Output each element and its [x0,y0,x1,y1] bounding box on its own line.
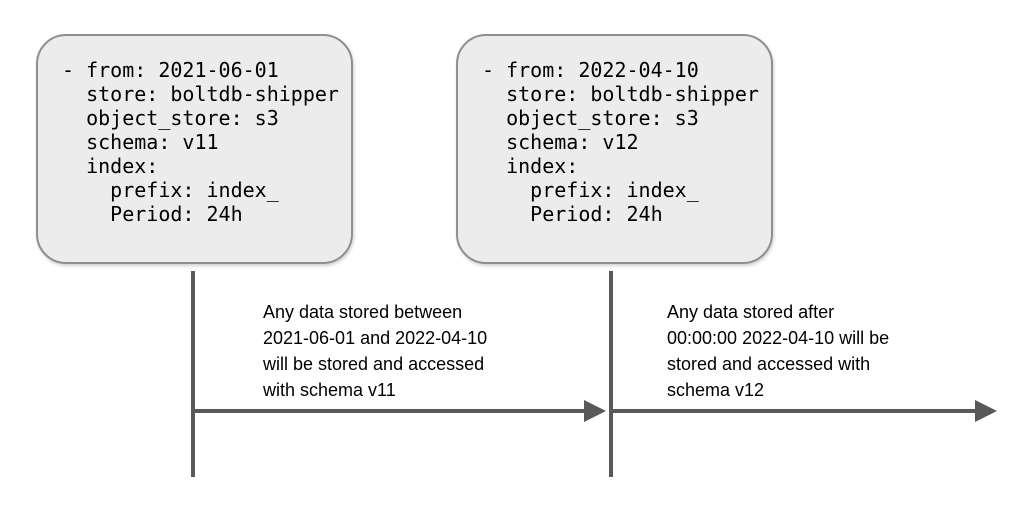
arrow-right-icon [584,400,606,422]
timeline-tick-2022-04-10 [609,271,613,477]
yaml-config-v11: - from: 2021-06-01 store: boltdb-shipper… [62,58,339,226]
timeline-tick-2021-06-01 [191,271,195,477]
yaml-config-v12: - from: 2022-04-10 store: boltdb-shipper… [482,58,759,226]
timeline-segment-v11 [193,409,585,413]
config-box-schema-v12: - from: 2022-04-10 store: boltdb-shipper… [456,34,773,264]
config-box-schema-v11: - from: 2021-06-01 store: boltdb-shipper… [36,34,353,264]
timeline-segment-v12 [611,409,976,413]
annotation-schema-v11: Any data stored between 2021-06-01 and 2… [263,302,488,400]
arrow-right-icon [975,400,997,422]
annotation-schema-v12: Any data stored after 00:00:00 2022-04-1… [667,302,890,400]
